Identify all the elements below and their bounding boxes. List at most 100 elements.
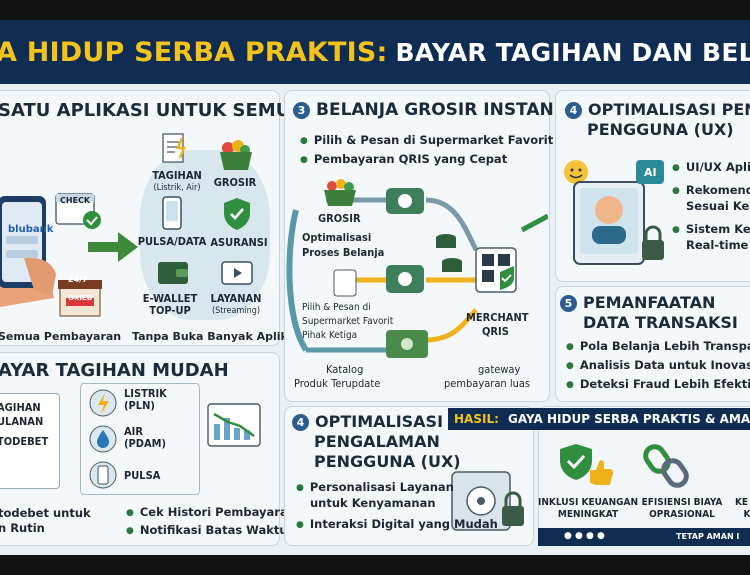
tagihan-text: TAGIHAN (152, 169, 202, 182)
bullet-history: Cek Histori Pembayaran (126, 505, 296, 519)
section4b-number: 4 (292, 414, 309, 431)
store-icon (58, 280, 102, 317)
section4b-title-1: OPTIMALISASI (315, 412, 444, 431)
store-sign: 24/7 (68, 275, 88, 284)
check-calendar-icon (55, 193, 101, 229)
s4a-bullet-1: UI/UX Aplik (672, 160, 750, 174)
result-efficiency: EFISIENSI BIAYA OPRASIONAL (641, 497, 723, 520)
s3-bullet-2: Pembayaran QRIS yang Cepat (300, 152, 507, 166)
grosir-label: GROSIR (213, 176, 257, 189)
layanan-label: LAYANAN (Streaming) (204, 293, 268, 317)
section4a-title-2: PENGGUNA (UX) (587, 120, 734, 139)
merchant-label-2: QRIS (482, 325, 509, 338)
grosir-node-label: GROSIR (318, 212, 361, 225)
doc-line-2: ULANAN (0, 415, 44, 428)
pulsa-label: PULSA (124, 469, 161, 482)
katalog-label-2: Produk Terupdate (294, 377, 381, 390)
autodebit-document: AGIHAN ULANAN TODEBET (0, 393, 60, 489)
social-icons: ● ● ● ● (564, 531, 605, 541)
s3-bullet-1: Pilih & Pesan di Supermarket Favorit (300, 133, 553, 147)
section5-title-2: DATA TRANSAKSI (583, 313, 738, 332)
tagihan-sub: (Listrik, Air) (153, 183, 201, 193)
section1-heading: SATU APLIKASI UNTUK SEMUA (0, 100, 304, 121)
title-highlight: A HIDUP SERBA PRAKTIS: (0, 36, 388, 68)
layanan-text: LAYANAN (210, 292, 262, 305)
service-backdrop (140, 150, 270, 320)
electricity-icon (89, 389, 117, 417)
s4a-bullet-3b: Real-time (686, 238, 749, 252)
s4a-bullet-2b: Sesuai Keb (686, 199, 750, 213)
katalog-label-1: Katalog (326, 363, 364, 376)
autodebit-caption-2: n Rutin (0, 521, 45, 535)
water-drop-icon (89, 425, 117, 453)
result-partial: KE & K (734, 497, 750, 520)
pihak-label-1: Pilih & Pesan di (302, 302, 371, 313)
store-label: OKIED (68, 294, 93, 302)
section3-number: 3 (293, 101, 310, 119)
s5-bullet-3: Deteksi Fraud Lebih Efektif (566, 377, 750, 391)
footer-text: TETAP AMAN I (676, 532, 740, 541)
secure-safe-icon (451, 471, 524, 531)
s4a-bullet-2: Rekomend (672, 183, 750, 197)
ai-badge: AI (644, 166, 657, 179)
bill-receipt-icon (162, 133, 186, 163)
result-text: GAYA HIDUP SERBA PRAKTIS & AMAN TE (507, 412, 750, 426)
shield-check-icon (224, 198, 250, 230)
section5-title-1: PEMANFAATAN (583, 293, 716, 312)
footer-bar (538, 528, 750, 546)
tablet-user-icon (564, 160, 664, 265)
gateway-label-2: pembayaran luas (444, 377, 531, 390)
merchant-label-1: MERCHANT (466, 311, 529, 324)
optimasi-label-2: Proses Belanja (302, 246, 385, 259)
section4b-title-2: PENGALAMAN (314, 432, 440, 451)
listrik-label: LISTRIK (PLN) (124, 387, 167, 412)
check-label: CHECK (60, 196, 91, 205)
doc-line-1: AGIHAN (0, 401, 41, 414)
result-inclusion: INKLUSI KEUANGAN MENINGKAT (538, 497, 638, 520)
caption-all-payments: Semua Pembayaran (0, 330, 122, 343)
phone-credit-icon (89, 461, 117, 489)
result-label: HASIL: (454, 412, 499, 426)
s4b-bullet-2: Interaksi Digital yang Mudah (296, 517, 498, 531)
grocery-cart-icon (324, 179, 356, 206)
thumbs-up-shield-icon (560, 444, 613, 485)
section4a-heading: 4 OPTIMALISASI PENGA PENGGUNA (UX) (565, 100, 750, 140)
s4b-bullet-1: Personalisasi Layanan (296, 480, 454, 494)
wholesale-flow-diagram (286, 188, 548, 358)
pihak-label-3: Pihak Ketiga (302, 330, 358, 341)
s4b-bullet-1b: untuk Kenyamanan (310, 496, 436, 510)
section3-heading: 3 BELANJA GROSIR INSTAN (293, 100, 554, 120)
optimasi-label-1: Optimalisasi (302, 231, 372, 244)
s5-bullet-2: Analisis Data untuk Inovas (566, 358, 750, 372)
section3-title: BELANJA GROSIR INSTAN (316, 100, 554, 120)
section4b-title-3: PENGGUNA (UX) (314, 452, 461, 471)
title-main: BAYAR TAGIHAN DAN BELANJA DALAM SATU APL… (395, 37, 750, 67)
play-screen-icon (221, 261, 253, 285)
asuransi-label: ASURANSI (210, 236, 268, 249)
phone-brand-label: blubank (8, 224, 54, 235)
section2-heading: AYAR TAGIHAN MUDAH (0, 360, 229, 381)
autodebit-caption-1: todebet untuk (0, 506, 91, 520)
section4a-number: 4 (565, 102, 582, 119)
air-label: AIR (PDAM) (124, 425, 167, 450)
ewallet-label: E-WALLET TOP-UP (142, 292, 198, 317)
phone-in-hand-icon (0, 196, 56, 307)
history-chart-icon (207, 403, 261, 447)
mobile-phone-icon (162, 196, 182, 230)
layanan-sub: (Streaming) (211, 306, 261, 316)
section4a-title-1: OPTIMALISASI PENGA (588, 100, 750, 119)
wallet-icon (158, 262, 188, 284)
bullet-deadline: Notifikasi Batas Waktu (126, 523, 288, 537)
gateway-label-1: gateway (478, 363, 521, 376)
s5-bullet-1: Pola Belanja Lebih Transpara (566, 339, 750, 353)
title-banner: A HIDUP SERBA PRAKTIS: BAYAR TAGIHAN DAN… (0, 20, 750, 84)
pulsa-data-label: PULSA/DATA (137, 235, 207, 248)
chain-link-icon (643, 444, 689, 488)
section4b-heading: 4 OPTIMALISASI PENGALAMAN PENGGUNA (UX) (292, 412, 461, 472)
tagihan-label: TAGIHAN (Listrik, Air) (142, 170, 212, 194)
bill-list-box (80, 383, 200, 495)
grocery-basket-icon (220, 140, 252, 170)
result-banner: HASIL: GAYA HIDUP SERBA PRAKTIS & AMAN T… (448, 408, 750, 430)
caption-no-many-apps: Tanpa Buka Banyak Aplikasi (132, 330, 306, 343)
